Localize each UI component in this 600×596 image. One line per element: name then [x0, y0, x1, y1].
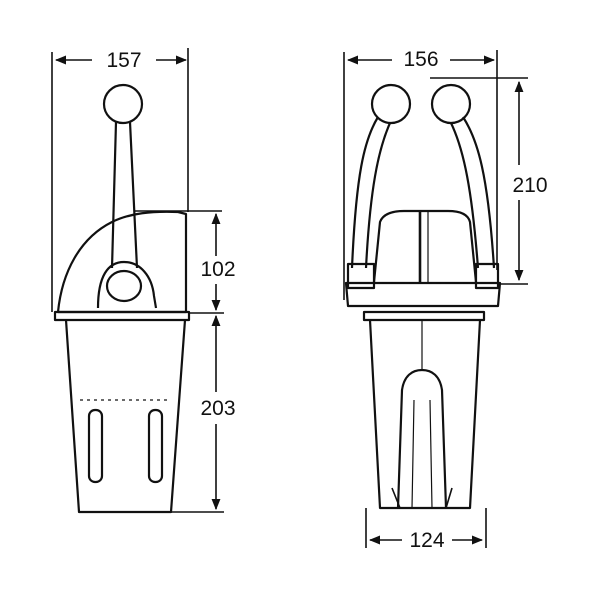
side-slot-right	[147, 408, 164, 484]
front-base-ring	[362, 310, 486, 322]
dim-side-upper-height: 102	[200, 258, 235, 281]
side-lever-shaft	[110, 121, 139, 269]
dim-side-lower-height: 203	[200, 397, 235, 420]
front-view	[344, 83, 502, 510]
side-slot-left	[87, 408, 104, 484]
front-lever-knob-left	[370, 83, 412, 125]
front-side-block-right	[474, 262, 500, 290]
side-housing-dome	[56, 210, 188, 314]
side-pivot-hub	[105, 269, 143, 303]
front-lever-left	[350, 116, 392, 269]
dim-front-width: 156	[403, 48, 438, 71]
side-view-dimensions	[51, 48, 224, 513]
side-view	[53, 83, 191, 514]
front-housing-top	[372, 209, 478, 283]
dim-front-lever-height: 210	[512, 174, 547, 197]
side-flange	[53, 310, 191, 322]
side-pivot-boss	[96, 260, 158, 309]
dim-front-base-width: 124	[409, 529, 444, 552]
side-lower-body	[64, 319, 187, 514]
front-slot	[396, 368, 448, 509]
front-lever-right	[450, 116, 496, 269]
side-lever-knob	[102, 83, 144, 125]
front-side-block-left	[346, 262, 376, 290]
front-view-dimensions	[343, 50, 528, 548]
front-lower-body	[368, 319, 482, 510]
dim-side-width: 157	[106, 49, 141, 72]
